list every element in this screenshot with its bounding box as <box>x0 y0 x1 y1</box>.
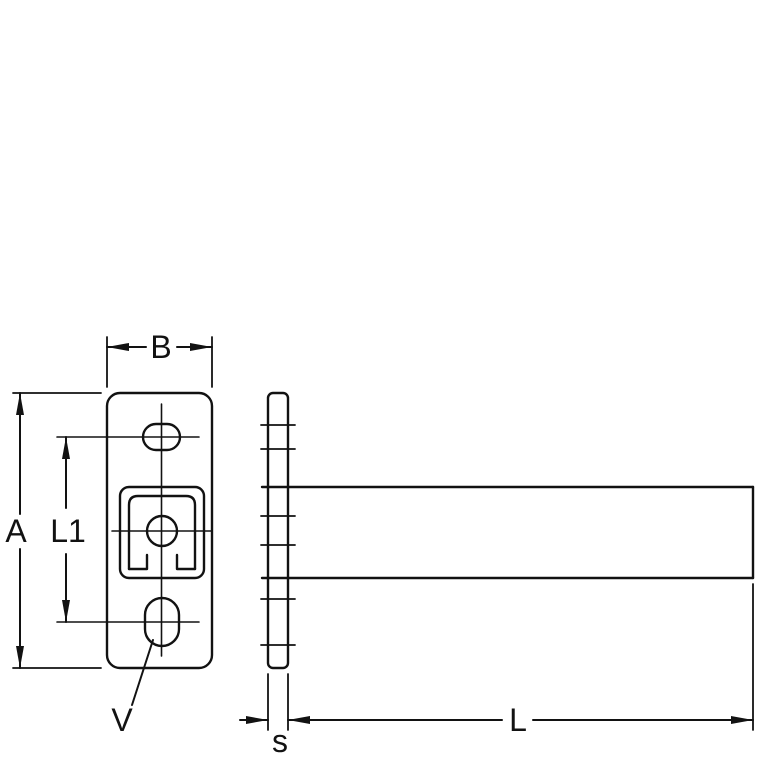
dim-label-V: V <box>111 702 133 738</box>
dimension-L1: L1 <box>50 436 86 623</box>
leader-V: V <box>111 639 154 738</box>
top-slot-hole <box>141 422 182 452</box>
channel-lip-right <box>175 553 197 571</box>
dim-label-B: B <box>150 329 171 365</box>
front-view <box>56 391 214 670</box>
channel-inner-outline <box>127 494 197 571</box>
leader-line <box>131 639 154 706</box>
channel-outer-outline <box>118 485 206 580</box>
dim-label-L: L <box>509 702 527 738</box>
channel-profile <box>118 485 206 580</box>
dim-label-s: s <box>272 723 288 759</box>
dimension-L: L <box>287 583 754 738</box>
dimension-s: s <box>239 673 289 759</box>
cantilever-arm <box>260 485 755 580</box>
channel-lip-left <box>127 553 149 571</box>
dimension-B: B <box>106 329 213 388</box>
hole-projection-lines <box>260 424 296 646</box>
bottom-slot-hole <box>143 596 181 648</box>
dim-label-L1: L1 <box>50 513 86 549</box>
dim-label-A: A <box>5 513 27 549</box>
side-view <box>260 391 755 670</box>
dimension-A: A <box>5 392 102 669</box>
side-plate-outline <box>266 391 290 670</box>
plate-outline <box>105 391 214 670</box>
center-hole <box>145 514 179 548</box>
